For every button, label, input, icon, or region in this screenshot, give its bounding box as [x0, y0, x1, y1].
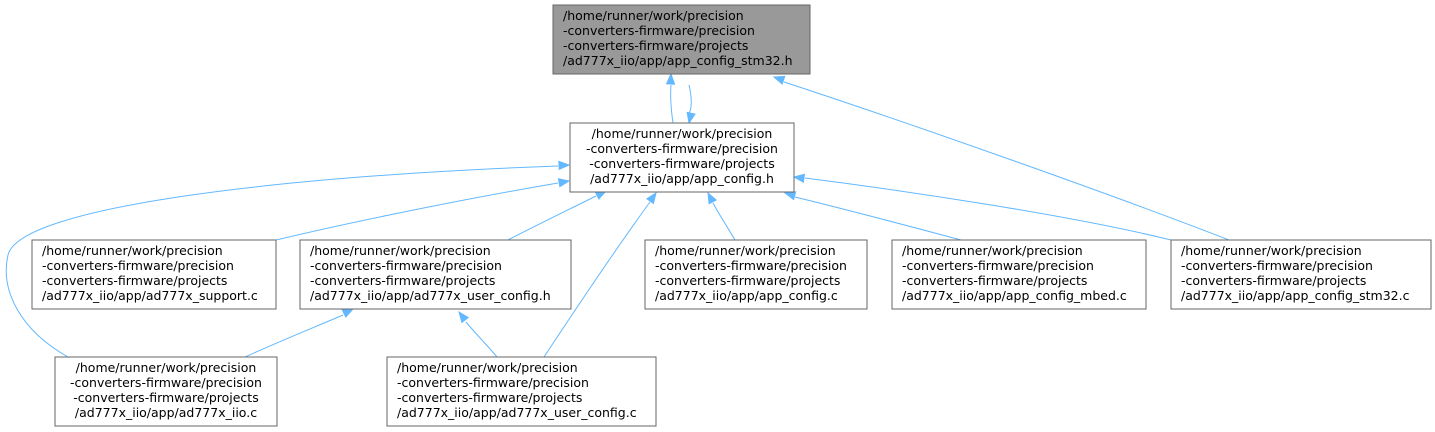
edge-arrowhead — [665, 72, 676, 85]
node-label-line: -converters-firmware/projects — [397, 390, 582, 405]
node-label-line: -converters-firmware/precision — [310, 258, 502, 273]
node-root: /home/runner/work/precision-converters-f… — [552, 4, 811, 75]
edge-arrowhead — [646, 191, 657, 205]
edge-arrowhead — [783, 191, 797, 201]
edge-arrowhead — [686, 111, 696, 125]
node-label-line: /home/runner/work/precision — [592, 126, 773, 141]
nodes-layer: /home/runner/work/precision-converters-f… — [31, 4, 1432, 427]
node-ad777x-user-config-h[interactable]: /home/runner/work/precision-converters-f… — [299, 239, 572, 310]
node-label-line: -converters-firmware/precision — [42, 258, 234, 273]
node-box — [891, 239, 1147, 310]
node-label-line: /home/runner/work/precision — [42, 243, 223, 258]
node-label-line: -converters-firmware/precision — [902, 258, 1094, 273]
node-app-config-mbed-c[interactable]: /home/runner/work/precision-converters-f… — [891, 239, 1147, 310]
edge-arrowhead — [341, 308, 355, 318]
edge-line — [507, 195, 597, 241]
edge-line — [244, 314, 344, 358]
node-label-line: /ad777x_iio/app/app_config_stm32.h — [563, 53, 793, 68]
node-label-line: /ad777x_iio/app/app_config.c — [655, 288, 838, 303]
node-label-line: -converters-firmware/projects — [655, 273, 840, 288]
node-box — [299, 239, 572, 310]
node-label-line: -converters-firmware/projects — [73, 390, 258, 405]
edge-line — [543, 201, 651, 358]
node-label-line: /ad777x_iio/app/ad777x_support.c — [42, 288, 258, 303]
node-label-line: -converters-firmware/projects — [42, 273, 227, 288]
node-label-line: -converters-firmware/projects — [563, 38, 748, 53]
edge-app_config_mbed_c-to-app_config_h — [783, 191, 962, 241]
node-label-line: /home/runner/work/precision — [310, 243, 491, 258]
edge-line — [5, 165, 559, 358]
node-label-line: /home/runner/work/precision — [76, 360, 257, 375]
edge-line — [670, 84, 674, 124]
node-box — [31, 239, 277, 310]
edge-ad777x_support_c-to-app_config_h — [275, 178, 571, 241]
node-label-line: /ad777x_iio/app/app_config_mbed.c — [902, 288, 1127, 303]
node-app-config-c[interactable]: /home/runner/work/precision-converters-f… — [644, 239, 868, 310]
edge-app_config_stm32_c-to-app_config_h — [792, 173, 1172, 241]
node-label-line: /home/runner/work/precision — [397, 360, 578, 375]
node-label-line: /home/runner/work/precision — [655, 243, 836, 258]
node-label-line: /home/runner/work/precision — [1181, 243, 1362, 258]
node-box — [569, 122, 795, 193]
edge-app_config_h-to-root — [665, 72, 676, 124]
edge-arrowhead — [772, 75, 786, 85]
node-box — [386, 356, 657, 427]
node-label-line: -converters-firmware/precision — [70, 375, 262, 390]
node-label-line: -converters-firmware/projects — [310, 273, 495, 288]
edge-line — [804, 177, 1172, 241]
edge-arrowhead — [792, 173, 805, 183]
edge-line — [465, 321, 498, 358]
edge-arrowhead — [458, 310, 470, 324]
node-app-config-h[interactable]: /home/runner/work/precision-converters-f… — [569, 122, 795, 193]
edge-ad777x_iio_c-to-ad777x_user_config_h — [244, 308, 355, 358]
edge-root-to-app_config_h — [686, 84, 696, 125]
node-label-line: /ad777x_iio/app/app_config_stm32.c — [1181, 288, 1410, 303]
node-label-line: -converters-firmware/projects — [1181, 273, 1366, 288]
node-label-line: /home/runner/work/precision — [902, 243, 1083, 258]
edge-ad777x_iio_c-to-app_config_h — [5, 160, 571, 358]
node-ad777x-iio-c[interactable]: /home/runner/work/precision-converters-f… — [54, 356, 278, 427]
node-label-line: -converters-firmware/precision — [563, 23, 755, 38]
node-label-line: -converters-firmware/precision — [586, 141, 778, 156]
edge-line — [688, 84, 692, 114]
edge-ad777x_user_config_h-to-app_config_h — [507, 190, 608, 241]
node-label-line: -converters-firmware/projects — [589, 156, 774, 171]
node-box — [1170, 239, 1432, 310]
node-label-line: -converters-firmware/precision — [397, 375, 589, 390]
edge-arrowhead — [558, 160, 571, 171]
edge-arrowhead — [707, 191, 718, 205]
edge-line — [783, 81, 1230, 241]
edge-line — [275, 182, 559, 241]
node-label-line: -converters-firmware/precision — [1181, 258, 1373, 273]
edge-ad777x_user_config_c-to-app_config_h — [543, 191, 657, 358]
edge-line — [712, 202, 736, 241]
edge-line — [794, 196, 962, 241]
node-label-line: /ad777x_iio/app/app_config.h — [590, 171, 774, 186]
node-label-line: /home/runner/work/precision — [563, 8, 744, 23]
node-app-config-stm32-c[interactable]: /home/runner/work/precision-converters-f… — [1170, 239, 1432, 310]
node-box — [54, 356, 278, 427]
node-label-line: -converters-firmware/projects — [902, 273, 1087, 288]
edges-layer — [5, 72, 1230, 358]
node-label-line: /ad777x_iio/app/ad777x_user_config.h — [310, 288, 551, 303]
node-label-line: /ad777x_iio/app/ad777x_iio.c — [75, 405, 257, 420]
edge-ad777x_user_config_c-to-ad777x_user_config_h — [458, 310, 498, 358]
node-box — [644, 239, 868, 310]
node-box — [552, 4, 811, 75]
node-ad777x-user-config-c[interactable]: /home/runner/work/precision-converters-f… — [386, 356, 657, 427]
node-ad777x-support-c[interactable]: /home/runner/work/precision-converters-f… — [31, 239, 277, 310]
node-label-line: -converters-firmware/precision — [655, 258, 847, 273]
edge-arrowhead — [557, 178, 571, 188]
edge-app_config_stm32_c-to-root — [772, 75, 1230, 241]
edge-app_config_c-to-app_config_h — [707, 191, 736, 241]
node-label-line: /ad777x_iio/app/ad777x_user_config.c — [397, 405, 637, 420]
